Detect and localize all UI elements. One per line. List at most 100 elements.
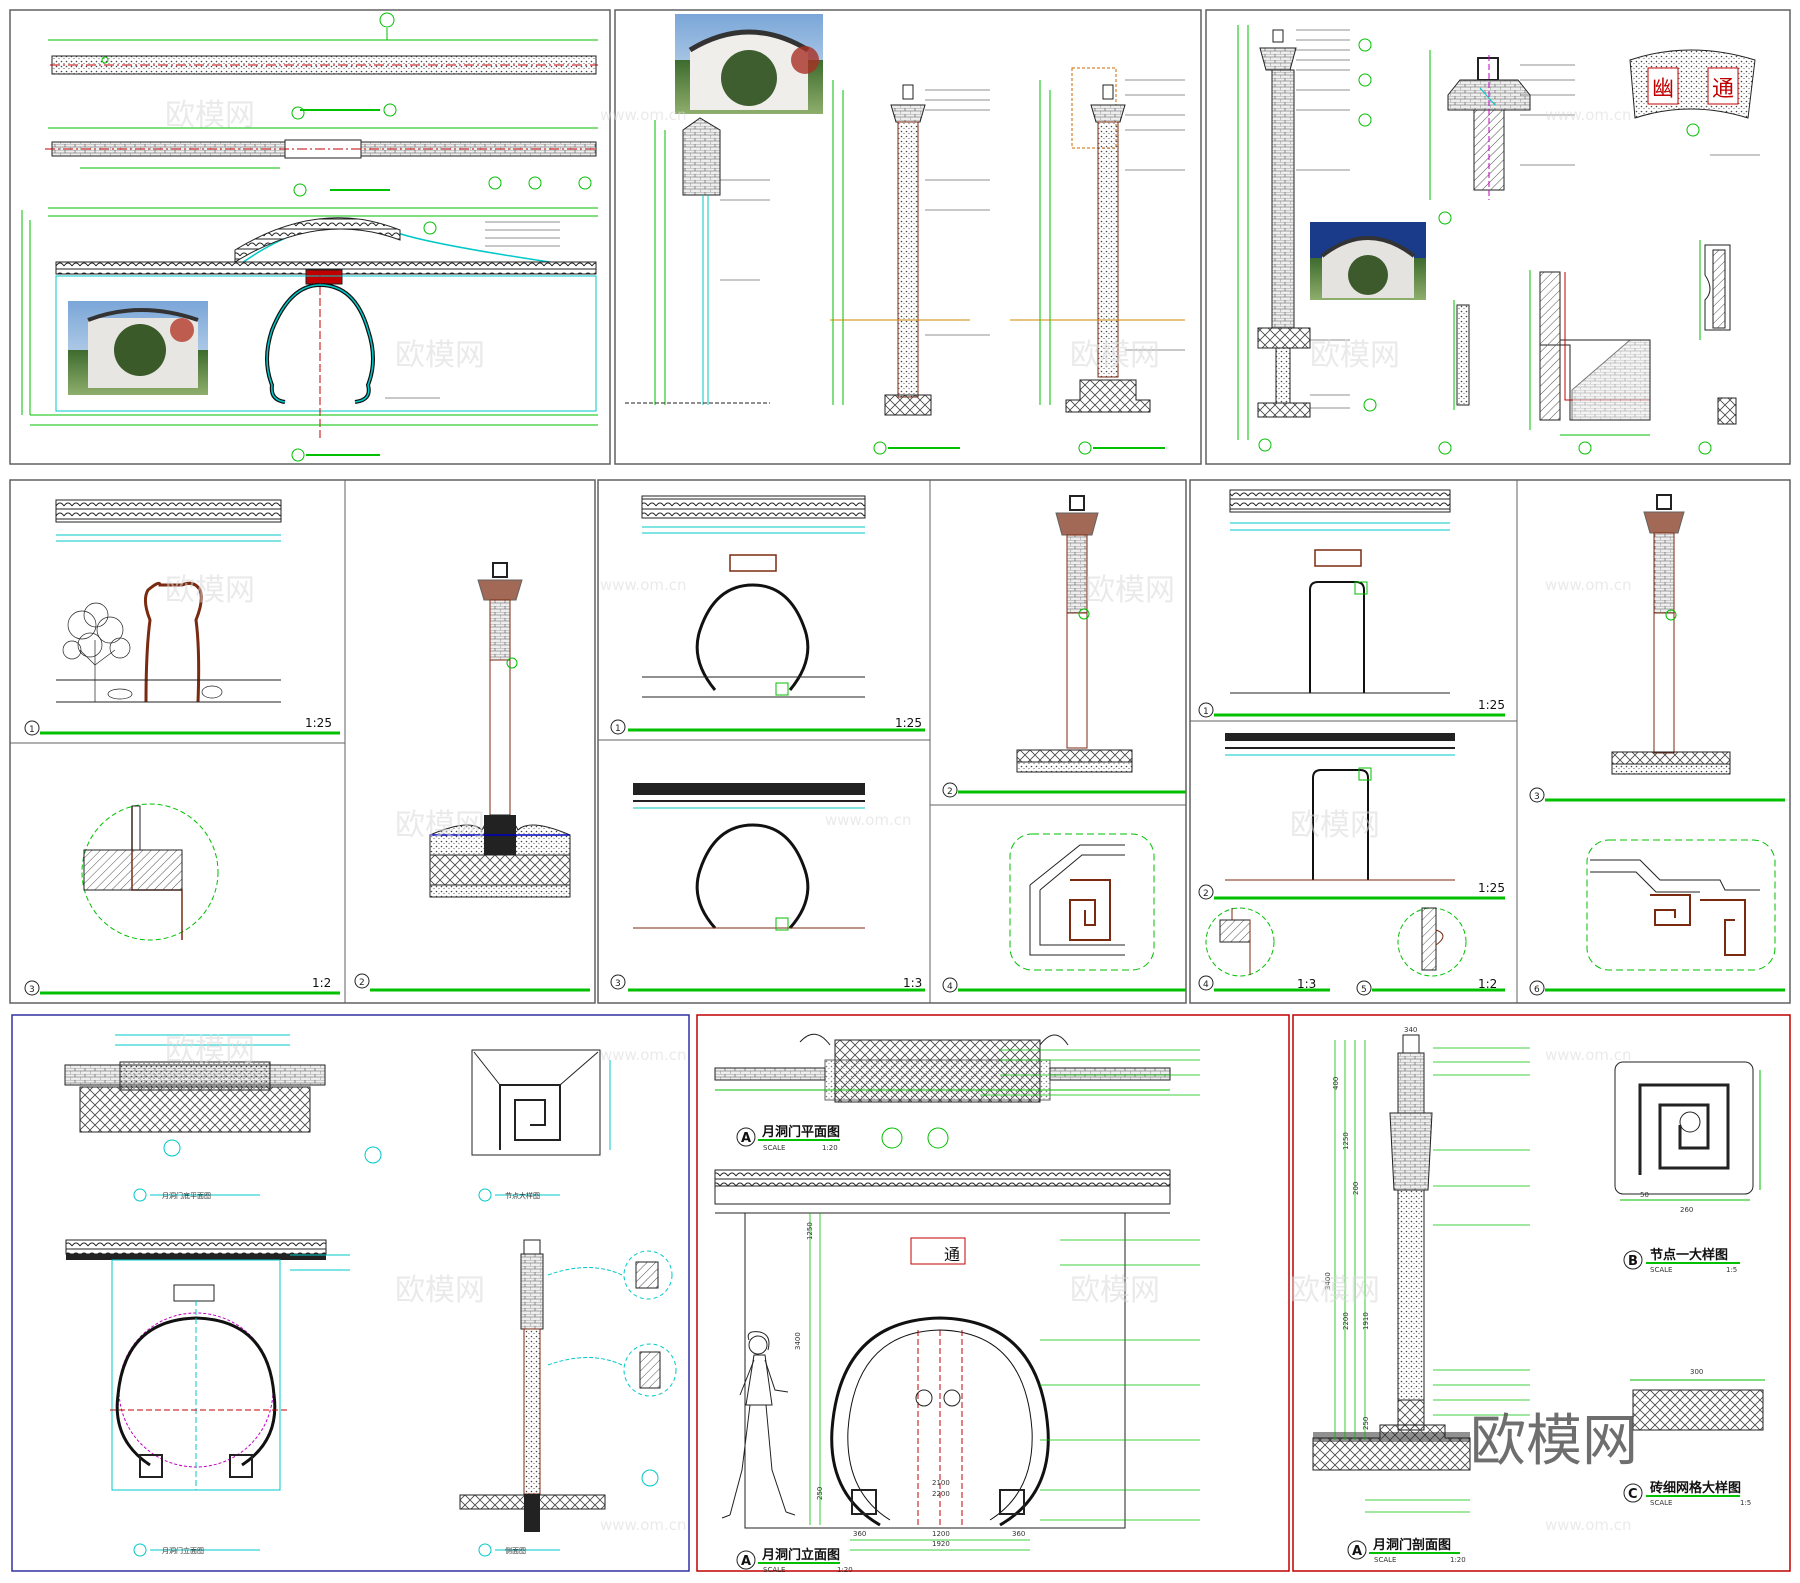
- marker-C: C: [1623, 1483, 1643, 1503]
- section-scale: 1:20: [1450, 1556, 1466, 1564]
- svg-text:1250: 1250: [1342, 1132, 1350, 1150]
- caption-bottom-side: 侧面图: [505, 1546, 526, 1555]
- plaque-char-left: 幽: [1652, 77, 1674, 102]
- svg-text:3: 3: [29, 985, 35, 995]
- marker-A-plan: A: [736, 1127, 756, 1147]
- svg-text:2: 2: [1203, 889, 1209, 899]
- marker-B: B: [1623, 1250, 1643, 1270]
- svg-text:欧模网: 欧模网: [395, 808, 485, 843]
- section-dims: 340 400 1250 200 3400 2200 1910 250: [1324, 1026, 1417, 1430]
- svg-text:2200: 2200: [932, 1490, 950, 1498]
- svg-text:A: A: [1352, 1544, 1362, 1559]
- svg-text:1:2: 1:2: [312, 976, 331, 990]
- marker-A-section: A: [1347, 1540, 1367, 1560]
- mesh-scale: 1:5: [1740, 1499, 1751, 1507]
- svg-text:欧模网: 欧模网: [395, 1273, 485, 1308]
- svg-text:250: 250: [816, 1487, 824, 1500]
- svg-text:50: 50: [1640, 1191, 1649, 1199]
- plan-scale: 1:20: [822, 1144, 838, 1152]
- svg-text:www.om.cn: www.om.cn: [1545, 106, 1632, 124]
- sheet-middle-center: [597, 479, 1187, 1004]
- mid-scales: 1:25 1:2 1:25 1:3 1:25 1:25 1:3 1:2: [305, 698, 1505, 991]
- svg-text:1250: 1250: [806, 1222, 814, 1240]
- elev-scale-label: SCALE: [763, 1566, 785, 1574]
- photo-moon-gate: [68, 301, 208, 395]
- sheet-bottom-right: 340 400 1250 200 3400 2200 1910 250 A 月洞…: [1292, 1014, 1791, 1572]
- svg-text:欧模网: 欧模网: [165, 98, 255, 133]
- elevation-dims: 360 1200 360 1920 2100 2200 3400 1250 25…: [794, 1222, 1025, 1548]
- svg-text:1920: 1920: [932, 1540, 950, 1548]
- svg-text:360: 360: [1012, 1530, 1025, 1538]
- photo-moon-gate-3: [1310, 222, 1426, 300]
- section-scale-label: SCALE: [1374, 1556, 1396, 1564]
- svg-text:欧模网: 欧模网: [1070, 1273, 1160, 1308]
- node-scale-label: SCALE: [1650, 1266, 1672, 1274]
- svg-text:www.om.cn: www.om.cn: [825, 811, 912, 829]
- svg-text:1: 1: [615, 724, 621, 734]
- svg-text:6: 6: [1534, 985, 1540, 995]
- caption-bottom-plan: 月洞门底平面图: [162, 1191, 211, 1200]
- svg-text:欧模网: 欧模网: [1085, 573, 1175, 608]
- svg-text:2100: 2100: [932, 1479, 950, 1487]
- sheet-middle-left: [9, 479, 596, 1004]
- svg-text:1:25: 1:25: [1478, 698, 1505, 712]
- svg-text:3: 3: [1534, 792, 1540, 802]
- svg-text:1910: 1910: [1362, 1312, 1370, 1330]
- svg-text:www.om.cn: www.om.cn: [1545, 576, 1632, 594]
- svg-text:2200: 2200: [1342, 1312, 1350, 1330]
- svg-text:A: A: [741, 1554, 751, 1569]
- sheet-top-right: 幽 通: [1205, 9, 1791, 465]
- svg-text:欧模网: 欧模网: [1310, 338, 1400, 373]
- elev-title: 月洞门立面图: [761, 1547, 840, 1563]
- svg-text:www.om.cn: www.om.cn: [1545, 1046, 1632, 1064]
- svg-text:3400: 3400: [1324, 1272, 1332, 1290]
- mesh-scale-label: SCALE: [1650, 1499, 1672, 1507]
- svg-text:www.om.cn: www.om.cn: [600, 576, 687, 594]
- plaque-char-right: 通: [1712, 77, 1734, 102]
- marker-A-elev: A: [736, 1550, 756, 1570]
- svg-text:300: 300: [1690, 1368, 1703, 1376]
- human-figure: [721, 1331, 796, 1519]
- shrub-drawing: [62, 602, 223, 702]
- svg-text:www.om.cn: www.om.cn: [600, 1046, 687, 1064]
- svg-text:欧模网: 欧模网: [165, 573, 255, 608]
- svg-text:4: 4: [947, 982, 953, 992]
- svg-text:340: 340: [1404, 1026, 1417, 1034]
- svg-text:1:3: 1:3: [1297, 977, 1316, 991]
- node-scale: 1:5: [1726, 1266, 1737, 1274]
- plaque-drawing: 幽 通: [1629, 49, 1756, 119]
- sheet-bottom-left: 月洞门底平面图 节点大样图 月洞门立面图: [11, 1014, 690, 1572]
- svg-text:欧模网: 欧模网: [1290, 808, 1380, 843]
- svg-text:1:2: 1:2: [1478, 977, 1497, 991]
- svg-text:C: C: [1628, 1487, 1638, 1502]
- svg-text:360: 360: [853, 1530, 866, 1538]
- svg-text:1:25: 1:25: [895, 716, 922, 730]
- elev-scale: 1:20: [837, 1566, 853, 1574]
- watermarks: 欧模网 欧模网 欧模网 欧模网 欧模网 欧模网 欧模网 欧模网 欧模网 欧模网 …: [165, 98, 1632, 1534]
- svg-text:2: 2: [359, 978, 365, 988]
- sheet-bottom-middle: A 月洞门平面图 SCALE 1:20 通 360: [696, 1014, 1290, 1574]
- plan-title: 月洞门平面图: [761, 1124, 840, 1140]
- svg-text:www.om.cn: www.om.cn: [1545, 1516, 1632, 1534]
- plaque-char: 通: [944, 1245, 960, 1264]
- svg-text:400: 400: [1332, 1077, 1340, 1090]
- svg-text:B: B: [1628, 1254, 1638, 1269]
- node-title: 节点一大样图: [1650, 1247, 1728, 1263]
- svg-text:200: 200: [1352, 1182, 1360, 1195]
- svg-text:1:25: 1:25: [1478, 881, 1505, 895]
- svg-text:5: 5: [1361, 985, 1367, 995]
- caption-bottom-elev: 月洞门立面图: [162, 1546, 204, 1555]
- svg-text:1: 1: [1203, 707, 1209, 717]
- svg-text:250: 250: [1362, 1417, 1370, 1430]
- section-title: 月洞门剖面图: [1372, 1537, 1451, 1553]
- logo-watermark: 欧模网: [1470, 1409, 1638, 1474]
- svg-text:3400: 3400: [794, 1332, 802, 1350]
- svg-text:3: 3: [615, 979, 621, 989]
- sheet-middle-right: [1189, 479, 1791, 1004]
- svg-text:A: A: [741, 1131, 751, 1146]
- svg-text:欧模网: 欧模网: [1070, 338, 1160, 373]
- photo-moon-gate-2: [675, 14, 823, 114]
- svg-text:1200: 1200: [932, 1530, 950, 1538]
- plan-scale-label: SCALE: [763, 1144, 785, 1152]
